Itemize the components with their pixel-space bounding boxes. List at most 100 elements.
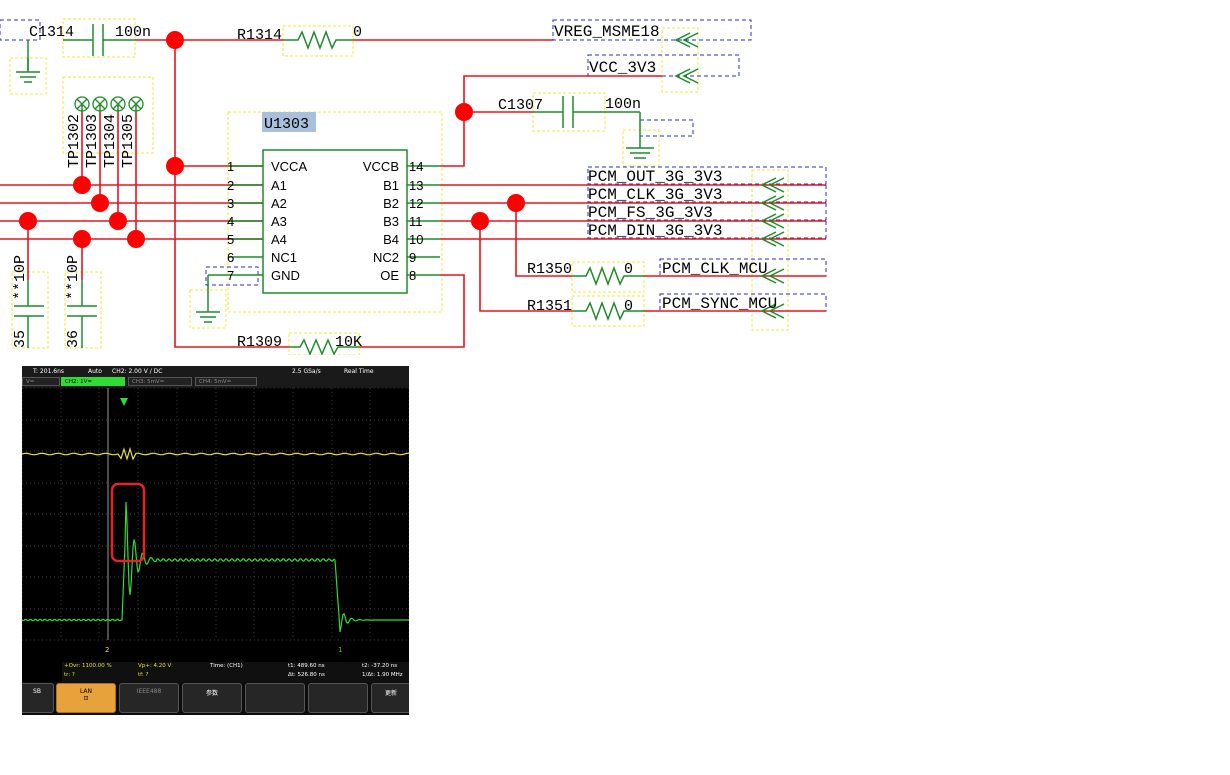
pin-number: 6	[227, 250, 234, 265]
trigger-marker-icon	[120, 398, 128, 406]
channel-tab-ch3[interactable]: CH3: 5mV=	[128, 377, 192, 386]
timebase-readout: T: 201.6ns	[33, 368, 65, 375]
r1350-ref: R1350	[527, 261, 572, 278]
pin-name: A4	[271, 232, 287, 247]
oscilloscope-screenshot: T: 201.6ns Auto CH2: 2.00 V / DC 2.5 GSa…	[22, 366, 409, 715]
chip-left-pins: 1 VCCA 2 A1 3 A2 4 A3 5 A4 6 NC1 7 GND	[227, 159, 307, 283]
pin-name: A1	[271, 178, 287, 193]
measure-inverse-delta-t: 1/Δt: 1.90 MHz	[362, 672, 403, 678]
measure-tr: tr: ?	[64, 672, 75, 678]
channel-tab-ch4[interactable]: CH4: 5mV=	[195, 377, 257, 386]
softkey-6-button[interactable]	[308, 683, 368, 713]
pin-name: OE	[380, 268, 399, 283]
junction	[91, 194, 109, 212]
r1314-value: 0	[353, 24, 362, 41]
pin-name: A3	[271, 214, 287, 229]
measure-delta-t: Δt: 526.80 ns	[288, 672, 325, 678]
parameters-button[interactable]: 参数	[182, 683, 242, 713]
lan-button[interactable]: LAN ⊡	[56, 683, 116, 713]
channel-tab-ch1[interactable]: V=	[22, 377, 60, 386]
pin-name: NC2	[373, 250, 399, 265]
trigger-readout: CH2: 2.00 V / DC	[112, 368, 163, 375]
measure-t1: t1: 489.60 ns	[288, 663, 325, 669]
pin-name: VCCB	[363, 159, 399, 174]
r1309-value: 10K	[335, 334, 362, 351]
softkey-label: 更新	[384, 690, 397, 697]
pin-number: 1	[227, 159, 234, 174]
update-button[interactable]: 更新	[371, 683, 409, 713]
pin-number: 13	[409, 178, 423, 193]
r1314-ref: R1314	[237, 27, 282, 44]
trigger-mode: Auto	[88, 368, 102, 375]
schematic: U1303 1 VCCA 2 A1 3 A2 4 A3 5 A4 6 NC1 7…	[0, 18, 827, 355]
measure-vpp: Vp+: 4.20 V	[138, 663, 172, 669]
pin-name: NC1	[271, 250, 297, 265]
junction	[73, 176, 91, 194]
sample-rate: 2.5 GSa/s	[292, 368, 321, 375]
testpoint-label: TP1304	[102, 114, 119, 168]
softkey-label: 参数	[205, 690, 218, 697]
net-label-pcm-out: PCM_OUT_3G_3V3	[588, 168, 722, 186]
ieee488-button[interactable]: IEEE488	[119, 683, 179, 713]
usb-button[interactable]: SB	[22, 683, 54, 713]
r1309-ref: R1309	[237, 334, 282, 351]
junction	[455, 103, 473, 121]
softkey-label: SB	[33, 688, 41, 695]
net-label-pcm-din: PCM_DIN_3G_3V3	[588, 222, 722, 240]
trace-ch2	[22, 501, 409, 633]
pin-number: 11	[409, 214, 423, 229]
testpoint-label: TP1303	[84, 114, 101, 168]
pin-number: 10	[409, 232, 423, 247]
net-label-pcm-sync-mcu: PCM_SYNC_MCU	[662, 295, 777, 313]
chip-body	[262, 149, 408, 294]
junction	[166, 31, 184, 49]
scope-grid	[22, 388, 409, 641]
measure-time-source: Time: (CH1)	[210, 663, 243, 669]
channel-tab-ch2[interactable]: CH2: 1V=	[61, 377, 125, 386]
r1351-value: 0	[624, 298, 633, 315]
softkey-label: IEEE488	[136, 688, 162, 695]
net-label-pcm-clk: PCM_CLK_3G_3V3	[588, 186, 722, 204]
cap-left-1-ref: 35	[12, 330, 29, 348]
r1351-ref: R1351	[527, 298, 572, 315]
measurement-panel: +Ovr: 1100.00 % Vp+: 4.20 V Time: (CH1) …	[62, 662, 409, 682]
pin-number: 9	[409, 250, 416, 265]
softkey-5-button[interactable]	[245, 683, 305, 713]
c1314-value: 100n	[115, 24, 151, 41]
cursor-label-2: 2	[105, 646, 109, 654]
r1350-value: 0	[624, 261, 633, 278]
trace-ch1	[22, 446, 409, 461]
measure-tf: tf: ?	[138, 672, 149, 678]
net-label-vreg: VREG_MSME18	[554, 23, 660, 41]
pin-name: GND	[271, 268, 300, 283]
cursor-label-1: 1	[338, 646, 342, 654]
cap-left-2-ref: 36	[65, 330, 82, 348]
net-label-pcm-clk-mcu: PCM_CLK_MCU	[662, 260, 768, 278]
pin-name: B4	[383, 232, 399, 247]
junction	[109, 212, 127, 230]
pin-name: B3	[383, 214, 399, 229]
junction	[19, 212, 37, 230]
pin-name: A2	[271, 196, 287, 211]
pin-number: 3	[227, 196, 234, 211]
cap-left-2-value: **10P	[65, 255, 82, 300]
pin-number: 14	[409, 159, 423, 174]
chip-right-pins: 14 VCCB 13 B1 12 B2 11 B3 10 B4 9 NC2 8 …	[363, 159, 424, 283]
junction	[166, 157, 184, 175]
pin-name: B1	[383, 178, 399, 193]
pin-name: VCCA	[271, 159, 307, 174]
pin-number: 7	[227, 268, 234, 283]
net-label-pcm-fs: PCM_FS_3G_3V3	[588, 204, 713, 222]
c1307-value: 100n	[605, 96, 641, 113]
testpoint-label: TP1305	[120, 114, 137, 168]
pin-name: B2	[383, 196, 399, 211]
pin-number: 2	[227, 178, 234, 193]
junction	[73, 230, 91, 248]
network-icon: ⊡	[83, 695, 89, 702]
testpoint-label: TP1302	[66, 114, 83, 168]
ringing-highlight	[110, 482, 146, 563]
pin-number: 5	[227, 232, 234, 247]
pin-number: 12	[409, 196, 423, 211]
net-label-vcc: VCC_3V3	[589, 59, 656, 77]
junction	[127, 230, 145, 248]
